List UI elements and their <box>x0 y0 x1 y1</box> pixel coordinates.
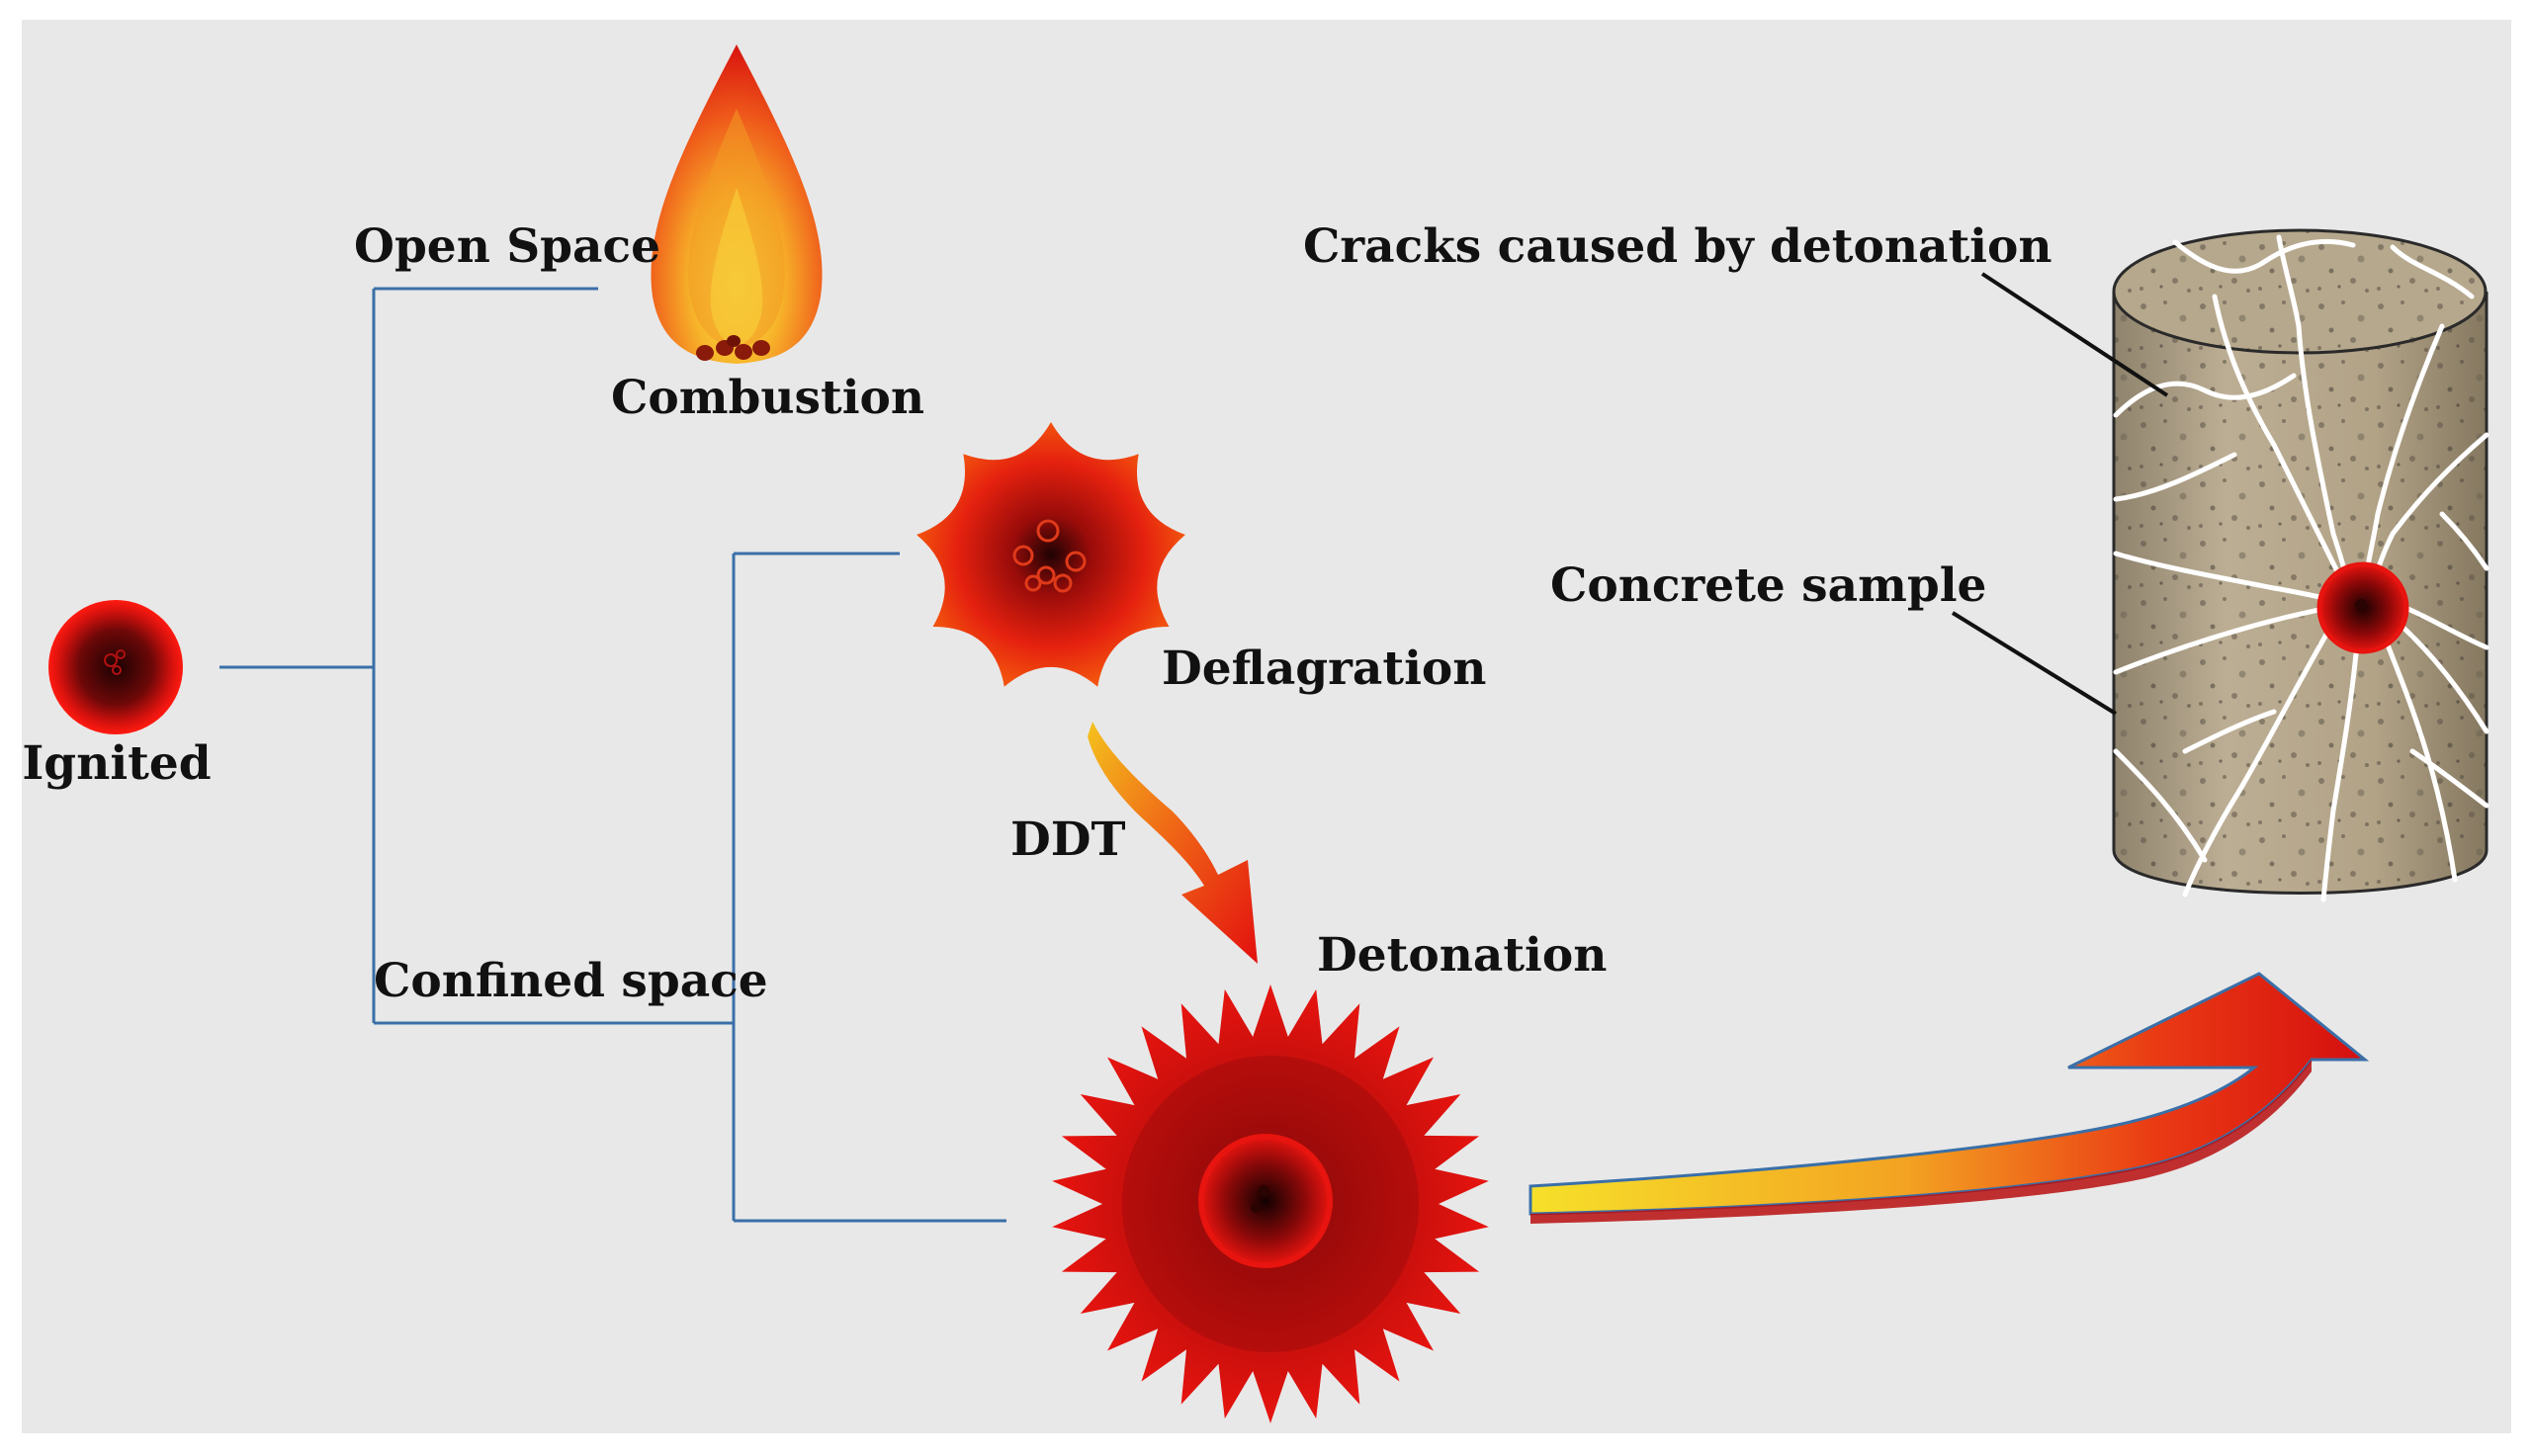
pointer-concrete <box>1951 611 2118 716</box>
pointer-cracks <box>1980 272 2169 397</box>
ignited-fireball-icon <box>48 600 183 734</box>
curved-arrow-icon <box>1088 722 1258 964</box>
detonation-burst-icon <box>1052 985 1489 1423</box>
deflagration-burst-icon <box>917 422 1185 687</box>
label-detonation: Detonation <box>1317 928 1607 983</box>
label-ignited: Ignited <box>22 736 211 791</box>
curved-upward-arrow-icon <box>1529 972 2370 1224</box>
concrete-cylinder-icon <box>2112 228 2489 902</box>
label-open-space: Open Space <box>354 219 660 274</box>
connector-lines <box>219 287 1006 1223</box>
label-combustion: Combustion <box>611 371 924 425</box>
label-confined-space: Confined space <box>374 954 768 1008</box>
label-deflagration: Deflagration <box>1162 642 1486 696</box>
label-concrete-sample: Concrete sample <box>1550 558 1986 613</box>
label-ddt: DDT <box>1010 813 1126 867</box>
flame-icon <box>651 44 823 364</box>
label-cracks: Cracks caused by detonation <box>1303 219 2053 274</box>
